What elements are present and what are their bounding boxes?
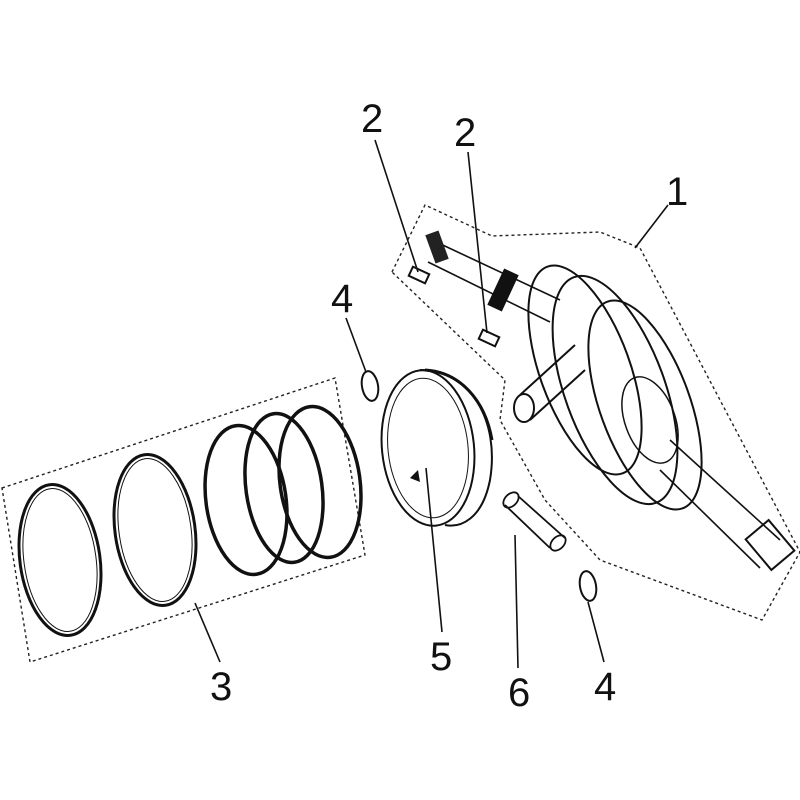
piston-ring-set <box>1 377 366 663</box>
callout-4-right: 4 <box>594 665 616 709</box>
piston-clip-right <box>578 570 598 602</box>
crank-web-left <box>527 264 643 476</box>
woodruff-key-right <box>477 328 501 348</box>
output-spline <box>744 518 796 572</box>
callout-1: 1 <box>666 170 688 214</box>
ring-compression-2-inner <box>117 458 193 602</box>
piston-clip-left <box>360 370 380 402</box>
crank-web-center <box>551 274 679 506</box>
leader-2a <box>374 139 419 273</box>
crankshaft-assembly <box>391 204 800 621</box>
ring-compression-1-inner <box>22 488 98 632</box>
crank-web-right <box>587 299 703 511</box>
ring-set-boundary <box>1 377 366 663</box>
callout-6: 6 <box>508 671 530 715</box>
crankshaft-boundary <box>391 204 800 621</box>
connecting-rod <box>519 344 586 421</box>
leader-4a <box>345 317 367 373</box>
main-bearing <box>621 376 679 464</box>
small-end <box>513 393 535 423</box>
leader-1 <box>634 204 669 249</box>
oil-ring-expander <box>243 411 325 565</box>
woodruff-key-left <box>407 265 431 285</box>
callout-2-right: 2 <box>454 111 476 155</box>
oil-ring-rail-2 <box>277 404 363 560</box>
piston <box>380 368 494 527</box>
callout-4-left: 4 <box>331 277 353 321</box>
ring-compression-2 <box>112 453 198 607</box>
leader-5 <box>425 467 443 633</box>
callout-3: 3 <box>210 665 232 709</box>
piston-direction-arrow-icon <box>410 470 420 482</box>
leader-4b <box>587 601 605 663</box>
leader-2b <box>467 151 488 334</box>
leader-6 <box>514 534 519 669</box>
piston-pin <box>502 491 567 552</box>
callout-2-left: 2 <box>361 97 383 141</box>
callout-5: 5 <box>430 635 452 679</box>
oil-ring-rail-1 <box>203 423 289 577</box>
ring-compression-1 <box>17 483 103 637</box>
leader-3 <box>194 602 221 663</box>
